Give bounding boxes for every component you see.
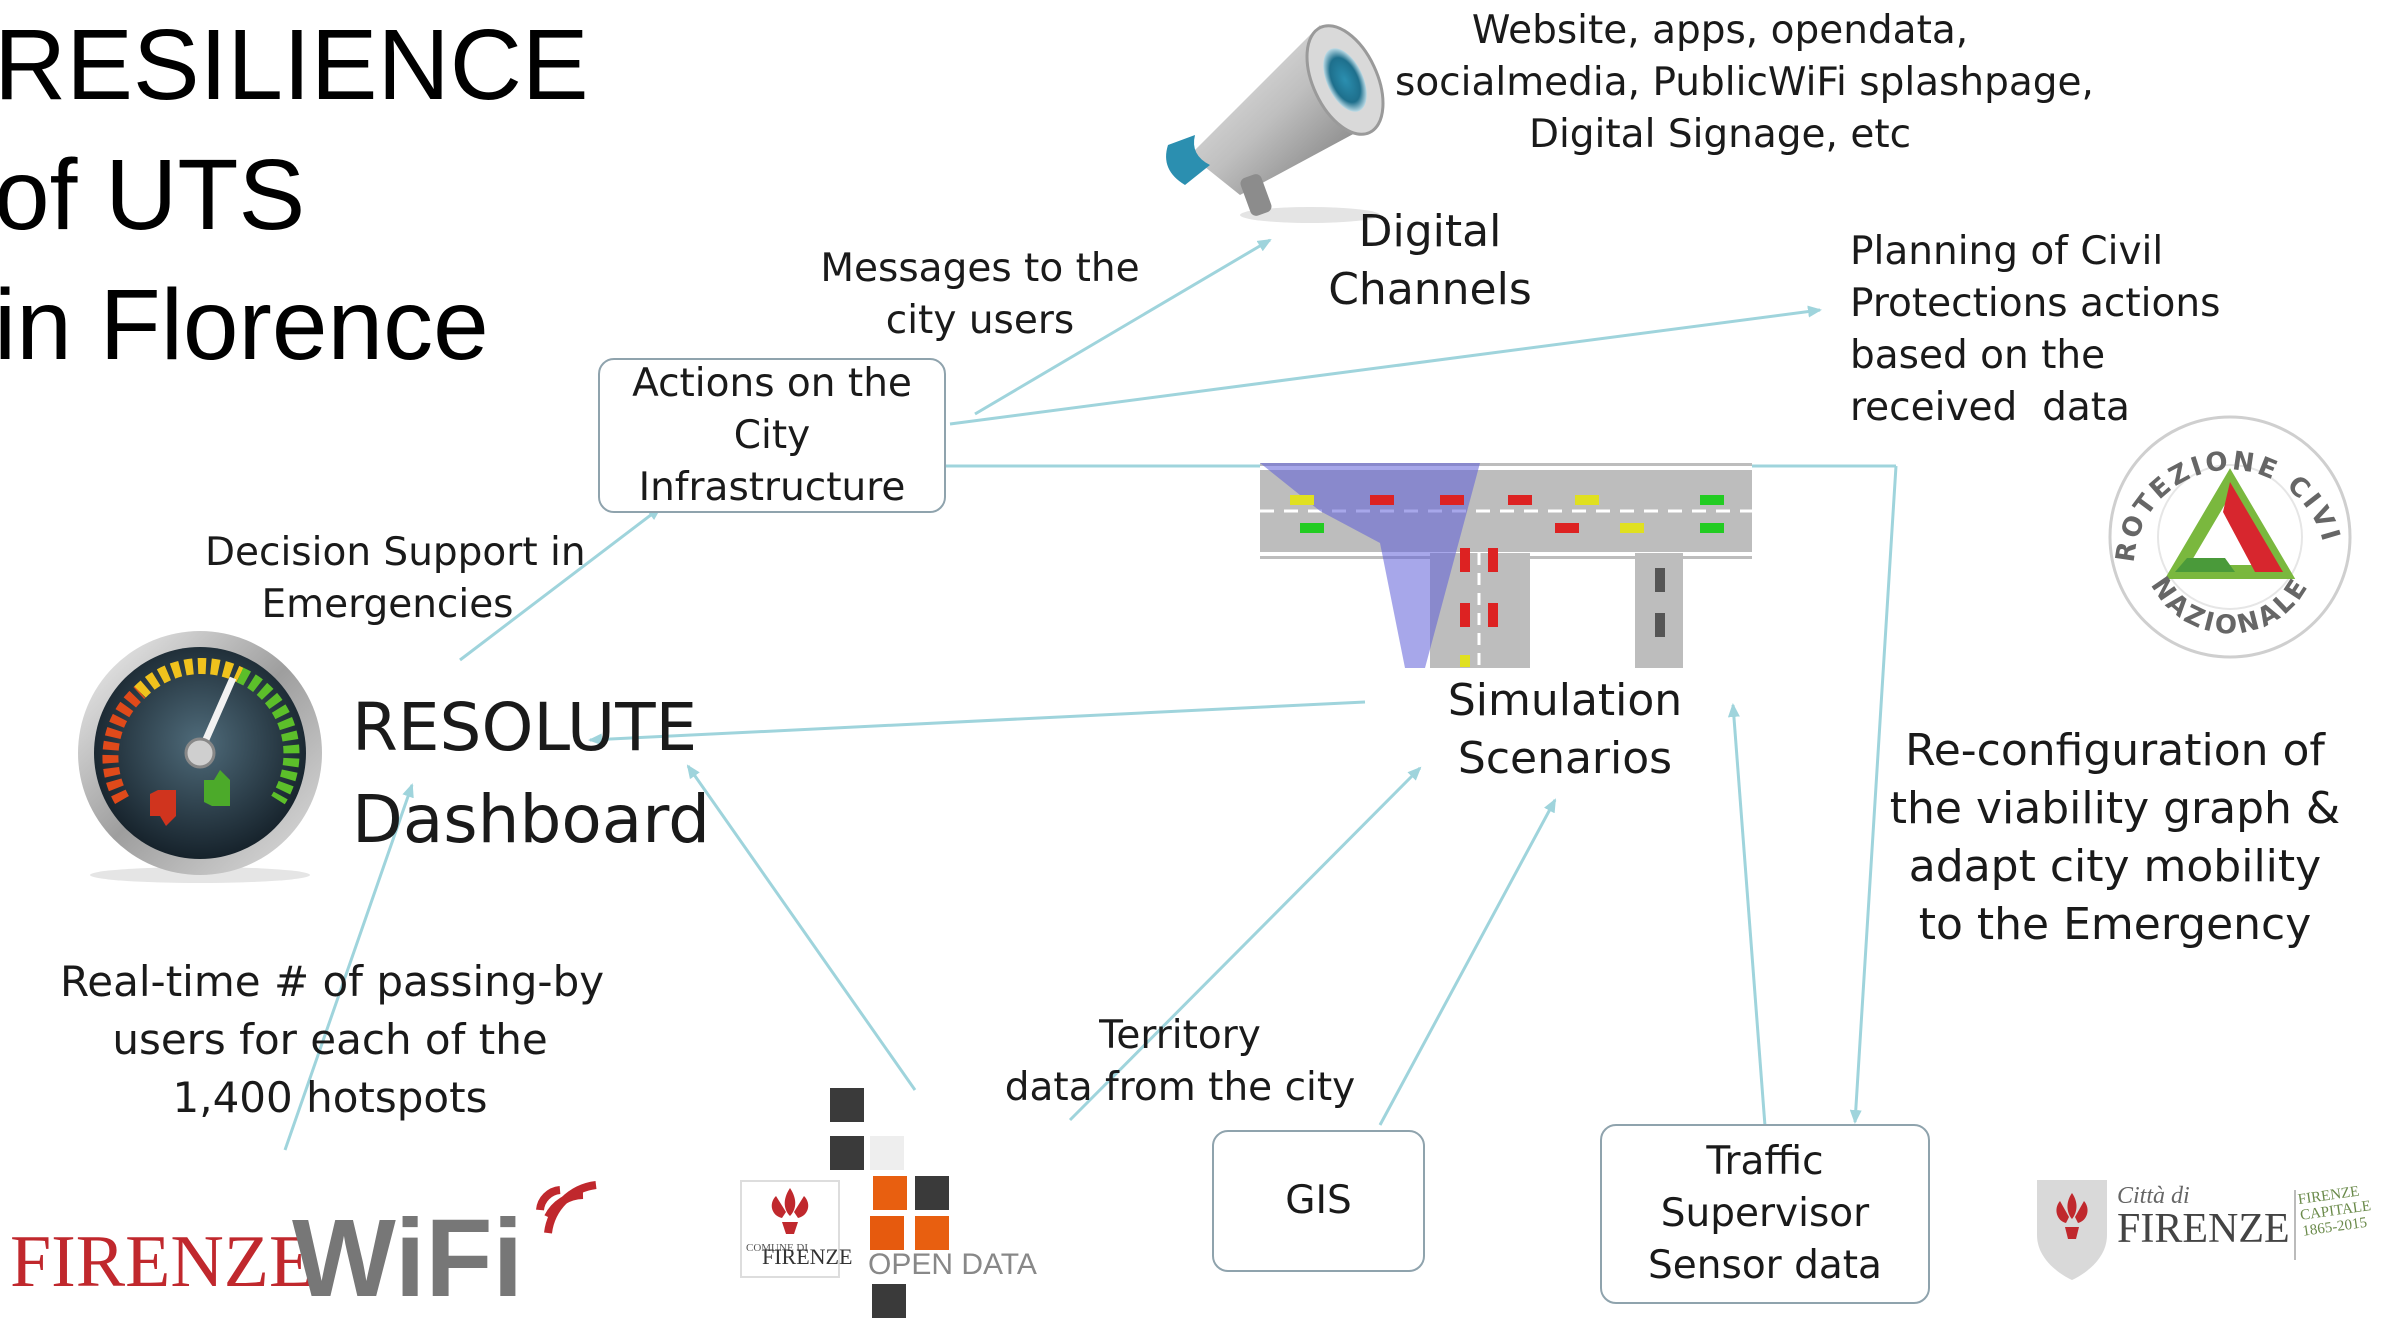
messages-line-2: city users (885, 298, 1075, 343)
actions-line-1: Actions on the City (632, 360, 912, 458)
arrow-simulation-to-dashboard (588, 700, 1366, 746)
comune-di-firenze-badge: COMUNE DI FIRENZE (740, 1180, 852, 1278)
planning-label: Planning of Civil Protections actions ba… (1850, 226, 2220, 434)
dashboard-line-2: Dashboard (352, 781, 711, 858)
logo-divider (2294, 1190, 2296, 1260)
territory-data-label: Territory data from the city (1000, 1010, 1360, 1114)
od-tile (870, 1216, 904, 1250)
digital-channels-label: Digital Channels (1320, 203, 1540, 319)
arrow-to-traffic-down (1849, 465, 1898, 1124)
examples-line-1: Website, apps, opendata, (1471, 8, 1969, 53)
simulation-scenarios-label: Simulation Scenarios (1410, 672, 1720, 788)
actions-on-city-box: Actions on the City Infrastructure (598, 358, 946, 513)
messages-label: Messages to the city users (820, 243, 1140, 347)
traffic-line-3: Sensor data (1648, 1243, 1882, 1288)
firenze-name-text: FIRENZE (2117, 1206, 2290, 1252)
decision-line-1: Decision Support in (205, 530, 586, 575)
arrow-wifi-to-dashboard (283, 783, 414, 1151)
digital-channels-line-2: Channels (1328, 264, 1532, 315)
arrow-opendata-to-dashboard (686, 764, 917, 1091)
arrow-traffic-to-simulation (1727, 703, 1767, 1127)
od-tile (870, 1136, 904, 1170)
firenze-shield-icon (2037, 1180, 2107, 1280)
wifi-signal-icon (536, 1181, 597, 1234)
firenze-wifi-text-1: FIRENZE (10, 1221, 315, 1303)
od-tile (915, 1176, 949, 1210)
wifi-line-2: users for each of the (112, 1015, 548, 1064)
reconfig-line-1: Re-configuration of (1905, 725, 2325, 776)
florence-lily-icon (771, 1188, 809, 1234)
examples-line-3: Digital Signage, etc (1528, 112, 1912, 157)
decision-line-2: Emergencies (261, 582, 514, 627)
comune-firenze-text: FIRENZE (762, 1244, 853, 1269)
reconfig-line-2: the viability graph & (1889, 783, 2341, 834)
citta-di-firenze-logo: Città di FIRENZE FIRENZE CAPITALE 1865-2… (2032, 1175, 2392, 1295)
slide-title: RESILIENCE of UTS in Florence (0, 0, 589, 390)
gis-label: GIS (1285, 1178, 1352, 1223)
od-tile (830, 1088, 864, 1122)
wifi-line-1: Real-time # of passing-by (60, 957, 605, 1006)
arrow-dashboard-to-actions (459, 506, 662, 662)
arrow-territory-to-simulation (1068, 766, 1422, 1122)
open-data-text: OPEN DATA (868, 1248, 1037, 1281)
reconfig-line-4: to the Emergency (1918, 899, 2312, 950)
wifi-line-3: 1,400 hotspots (172, 1073, 488, 1122)
arrow-gis-to-simulation (1378, 798, 1557, 1126)
examples-line-2: socialmedia, PublicWiFi splashpage, (1395, 60, 2094, 105)
actions-line-2: Infrastructure (638, 464, 906, 510)
digital-channels-line-1: Digital (1358, 206, 1502, 257)
speedometer-gauge-icon (78, 631, 322, 883)
od-tile (915, 1216, 949, 1250)
digital-channels-examples: Website, apps, opendata, socialmedia, Pu… (1395, 5, 2094, 161)
capitale-badge: FIRENZE CAPITALE 1865-2015 (2297, 1182, 2374, 1240)
reconfiguration-label: Re-configuration of the viability graph … (1880, 722, 2350, 954)
traffic-line-1: Traffic (1706, 1139, 1824, 1184)
planning-line-4: received data (1850, 385, 2130, 430)
title-line-3: in Florence (0, 269, 489, 381)
resolute-dashboard-label: RESOLUTE Dashboard (352, 682, 710, 866)
traffic-line-2: Supervisor (1660, 1191, 1870, 1236)
wifi-hotspots-label: Real-time # of passing-by users for each… (60, 953, 605, 1127)
gis-box: GIS (1212, 1130, 1425, 1272)
citta-di-text: Città di (2117, 1183, 2190, 1209)
protezione-civile-logo: PROTEZIONE CIVILE NAZIONALE (2105, 412, 2352, 659)
firenze-wifi-logo: FIRENZE WiFi (10, 1165, 600, 1320)
planning-line-1: Planning of Civil (1850, 229, 2164, 274)
title-line-1: RESILIENCE (0, 9, 589, 121)
megaphone-icon (1166, 24, 1385, 223)
simulation-line-2: Scenarios (1457, 733, 1673, 784)
dashboard-line-1: RESOLUTE (352, 689, 698, 766)
messages-line-1: Messages to the (820, 246, 1140, 291)
arrow-actions-to-planning (949, 305, 1822, 426)
comune-small-text: COMUNE DI (746, 1242, 809, 1254)
traffic-supervisor-box: Traffic Supervisor Sensor data (1600, 1124, 1930, 1304)
od-tile (873, 1176, 907, 1210)
open-data-logo: COMUNE DI FIRENZE OPEN DATA (740, 1088, 1040, 1323)
firenze-wifi-text-2: WiFi (292, 1197, 524, 1320)
reconfig-line-3: adapt city mobility (1908, 841, 2322, 892)
planning-line-2: Protections actions (1850, 281, 2221, 326)
od-tile (830, 1136, 864, 1170)
arrow-actions-to-channels (974, 238, 1272, 416)
territory-line-2: data from the city (1004, 1065, 1356, 1110)
decision-support-label: Decision Support in Emergencies (205, 527, 586, 631)
planning-line-3: based on the (1850, 333, 2106, 378)
od-tile (872, 1284, 906, 1318)
title-line-2: of UTS (0, 139, 306, 251)
traffic-simulation-image (1260, 463, 1752, 668)
simulation-line-1: Simulation (1447, 675, 1683, 726)
territory-line-1: Territory (1099, 1013, 1261, 1058)
